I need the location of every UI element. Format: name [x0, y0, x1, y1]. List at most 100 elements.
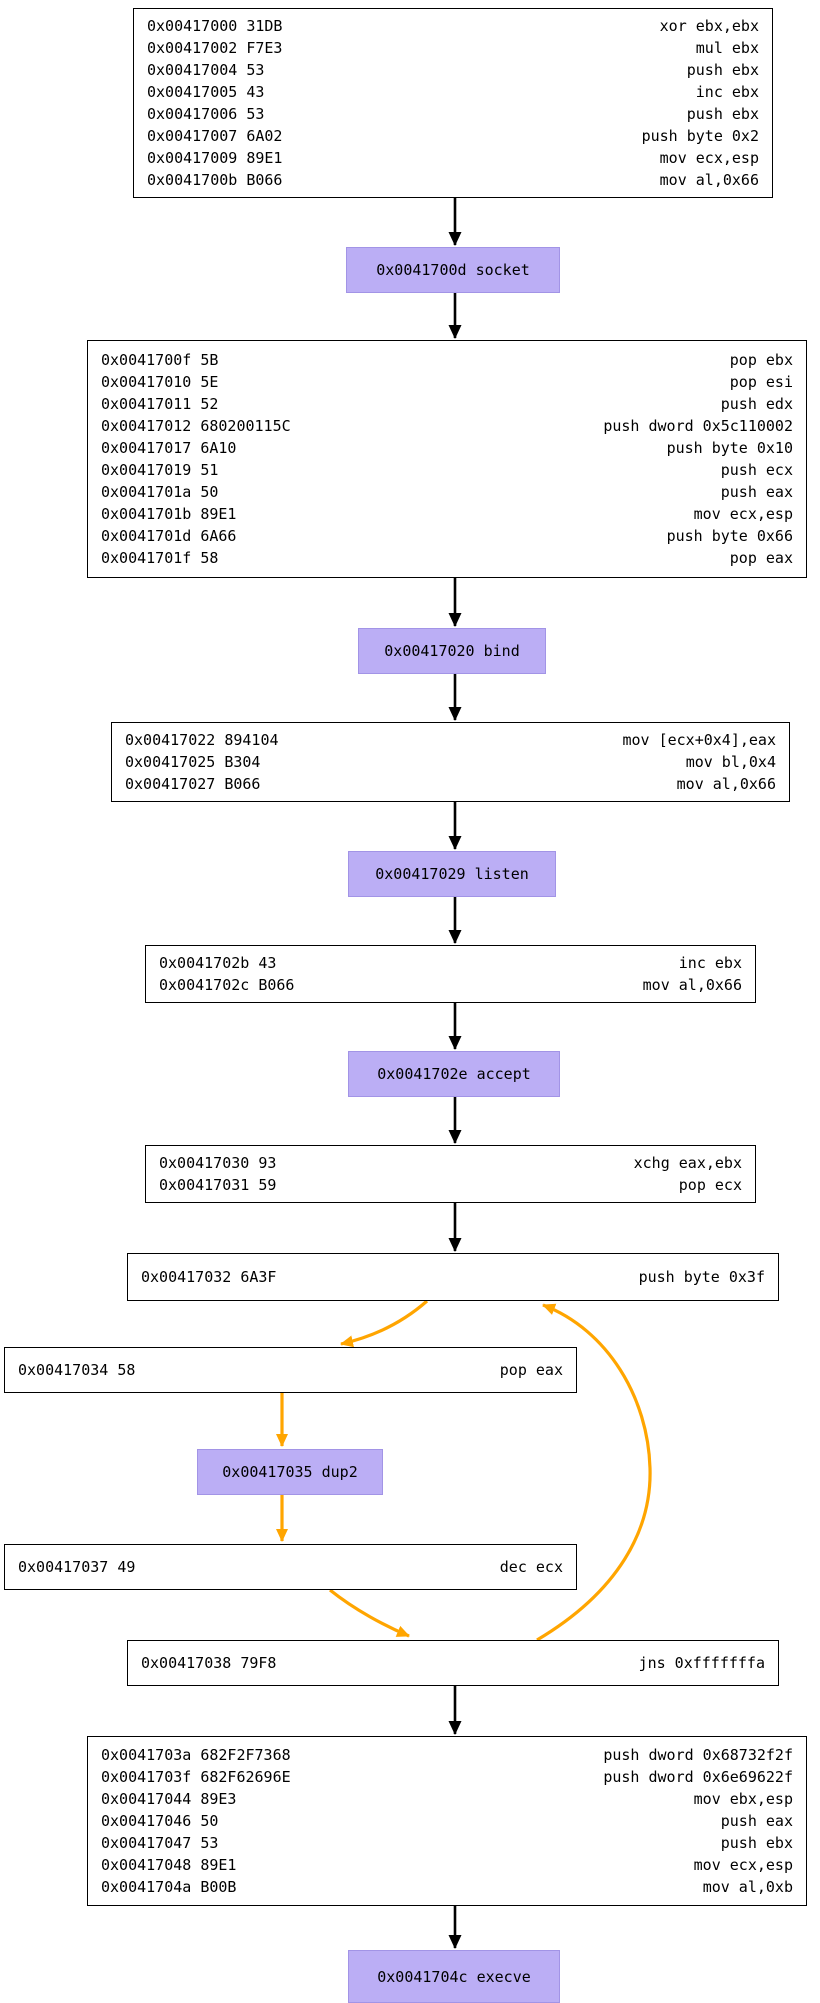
instruction-address-bytes: 0x00417047 53 [101, 1834, 219, 1852]
instruction-row: 0x00417048 89E1 mov ecx,esp [88, 1854, 806, 1876]
instruction-mnemonic: push byte 0x3f [638, 1268, 765, 1286]
instruction-mnemonic: push ebx [686, 105, 759, 123]
basic-block-417032[interactable]: 0x00417032 6A3F push byte 0x3f [127, 1253, 779, 1301]
instruction-address-bytes: 0x00417004 53 [147, 61, 265, 79]
instruction-mnemonic: xchg eax,ebx [633, 1154, 742, 1172]
instruction-mnemonic: inc ebx [695, 83, 759, 101]
instruction-address-bytes: 0x00417030 93 [159, 1154, 277, 1172]
instruction-address-bytes: 0x0041701f 58 [101, 549, 219, 567]
instruction-row: 0x00417047 53 push ebx [88, 1832, 806, 1854]
instruction-mnemonic: pop ecx [678, 1176, 742, 1194]
instruction-row: 0x00417044 89E3 mov ebx,esp [88, 1788, 806, 1810]
instruction-address-bytes: 0x00417038 79F8 [141, 1654, 277, 1672]
syscall-node-bind[interactable]: 0x00417020 bind [358, 628, 546, 674]
instruction-mnemonic: push byte 0x66 [666, 527, 793, 545]
instruction-mnemonic: push byte 0x10 [666, 439, 793, 457]
instruction-mnemonic: push edx [720, 395, 793, 413]
instruction-address-bytes: 0x00417027 B066 [125, 775, 261, 793]
syscall-node-socket[interactable]: 0x0041700d socket [346, 247, 560, 293]
instruction-address-bytes: 0x00417025 B304 [125, 753, 261, 771]
edge-b417037-b417038 [329, 1588, 410, 1638]
instruction-address-bytes: 0x00417019 51 [101, 461, 219, 479]
syscall-node-listen[interactable]: 0x00417029 listen [348, 851, 556, 897]
instruction-address-bytes: 0x0041703a 682F2F7368 [101, 1746, 291, 1764]
syscall-label-dup2: 0x00417035 dup2 [222, 1463, 358, 1481]
instruction-address-bytes: 0x00417037 49 [18, 1558, 136, 1576]
instruction-address-bytes: 0x00417005 43 [147, 83, 265, 101]
instruction-mnemonic: pop eax [499, 1361, 563, 1379]
instruction-mnemonic: push ebx [720, 1834, 793, 1852]
instruction-address-bytes: 0x00417034 58 [18, 1361, 136, 1379]
instruction-row: 0x00417030 93 xchg eax,ebx [146, 1152, 755, 1174]
instruction-mnemonic: mul ebx [695, 39, 759, 57]
instruction-row: 0x00417027 B066 mov al,0x66 [112, 773, 789, 795]
instruction-mnemonic: pop ebx [729, 351, 793, 369]
instruction-row: 0x0041704a B00B mov al,0xb [88, 1876, 806, 1898]
instruction-mnemonic: mov ecx,esp [693, 505, 793, 523]
basic-block-417034[interactable]: 0x00417034 58 pop eax [4, 1347, 577, 1393]
instruction-address-bytes: 0x0041701a 50 [101, 483, 219, 501]
instruction-row: 0x00417000 31DB xor ebx,ebx [134, 15, 772, 37]
instruction-address-bytes: 0x00417017 6A10 [101, 439, 237, 457]
basic-block-41703a[interactable]: 0x0041703a 682F2F7368 push dword 0x68732f… [87, 1736, 807, 1906]
instruction-row: 0x0041703a 682F2F7368 push dword 0x68732f… [88, 1744, 806, 1766]
instruction-mnemonic: mov al,0x66 [676, 775, 776, 793]
instruction-mnemonic: pop esi [729, 373, 793, 391]
edge-b417032-b417034 [340, 1299, 429, 1348]
syscall-node-dup2[interactable]: 0x00417035 dup2 [197, 1449, 383, 1495]
syscall-label-socket: 0x0041700d socket [376, 261, 530, 279]
syscall-label-listen: 0x00417029 listen [375, 865, 529, 883]
instruction-address-bytes: 0x00417044 89E3 [101, 1790, 237, 1808]
instruction-address-bytes: 0x0041702c B066 [159, 976, 295, 994]
instruction-row: 0x00417017 6A10 push byte 0x10 [88, 437, 806, 459]
instruction-address-bytes: 0x00417046 50 [101, 1812, 219, 1830]
instruction-address-bytes: 0x00417032 6A3F [141, 1268, 277, 1286]
instruction-mnemonic: push eax [720, 1812, 793, 1830]
instruction-mnemonic: mov ebx,esp [693, 1790, 793, 1808]
instruction-address-bytes: 0x00417000 31DB [147, 17, 283, 35]
instruction-address-bytes: 0x0041704a B00B [101, 1878, 237, 1896]
instruction-row: 0x0041700f 5B pop ebx [88, 349, 806, 371]
syscall-label-execve: 0x0041704c execve [377, 1967, 531, 1986]
syscall-node-execve[interactable]: 0x0041704c execve [348, 1950, 560, 2003]
instruction-mnemonic: mov al,0xb [702, 1878, 793, 1896]
instruction-mnemonic: mov [ecx+0x4],eax [622, 731, 776, 749]
instruction-row: 0x00417034 58 pop eax [5, 1359, 576, 1381]
instruction-row: 0x00417025 B304 mov bl,0x4 [112, 751, 789, 773]
instruction-mnemonic: mov bl,0x4 [685, 753, 776, 771]
instruction-address-bytes: 0x00417009 89E1 [147, 149, 283, 167]
instruction-address-bytes: 0x0041702b 43 [159, 954, 277, 972]
instruction-mnemonic: push dword 0x6e69622f [603, 1768, 793, 1786]
instruction-address-bytes: 0x00417006 53 [147, 105, 265, 123]
instruction-mnemonic: push dword 0x5c110002 [603, 417, 793, 435]
instruction-mnemonic: xor ebx,ebx [659, 17, 759, 35]
instruction-address-bytes: 0x0041701b 89E1 [101, 505, 237, 523]
syscall-label-bind: 0x00417020 bind [384, 642, 520, 660]
instruction-mnemonic: mov al,0x66 [659, 171, 759, 189]
instruction-address-bytes: 0x00417048 89E1 [101, 1856, 237, 1874]
syscall-label-accept: 0x0041702e accept [377, 1065, 531, 1083]
instruction-row: 0x00417046 50 push eax [88, 1810, 806, 1832]
instruction-mnemonic: mov ecx,esp [693, 1856, 793, 1874]
syscall-node-accept[interactable]: 0x0041702e accept [348, 1051, 560, 1097]
instruction-mnemonic: push dword 0x68732f2f [603, 1746, 793, 1764]
instruction-address-bytes: 0x0041700f 5B [101, 351, 219, 369]
